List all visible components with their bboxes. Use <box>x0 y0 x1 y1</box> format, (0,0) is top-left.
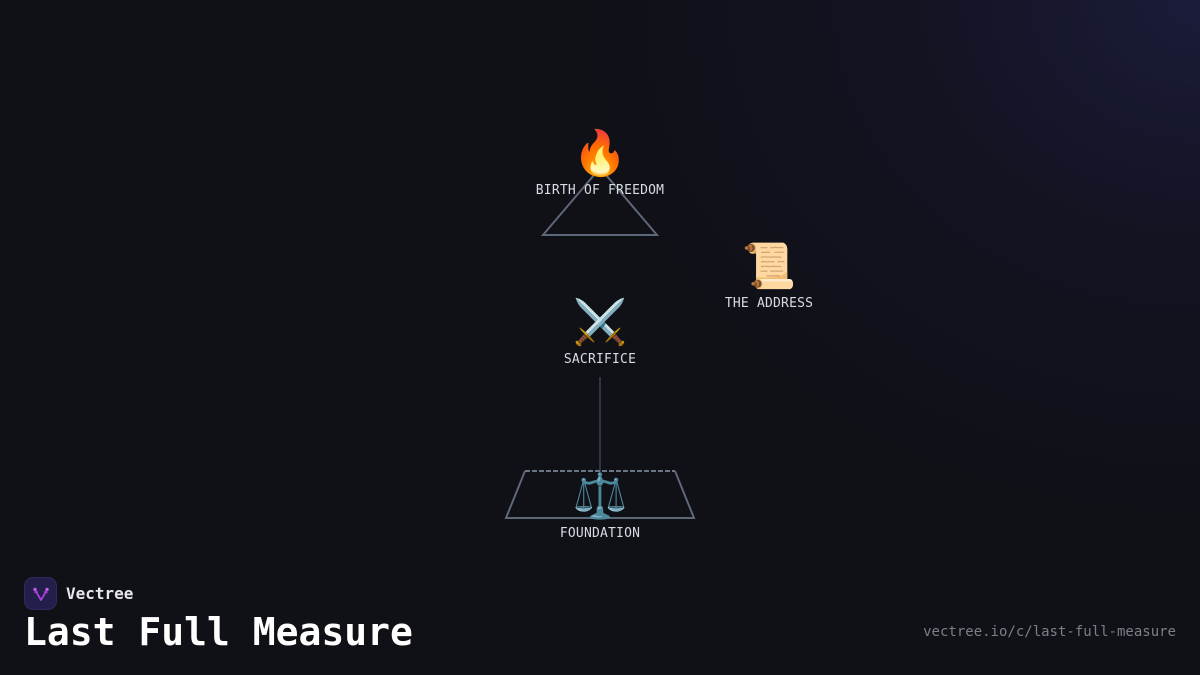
crossed-swords-icon: ⚔️ <box>572 297 628 348</box>
triangle-shape <box>540 166 660 236</box>
share-url[interactable]: vectree.io/c/last-full-measure <box>923 624 1176 640</box>
fire-icon: 🔥 <box>572 128 628 179</box>
node-birth-of-freedom[interactable]: 🔥 BIRTH OF FREEDOM <box>535 128 665 199</box>
scales-icon: ⚖️ <box>572 471 628 522</box>
node-the-address[interactable]: 📜 THE ADDRESS <box>724 241 814 312</box>
node-label: SACRIFICE <box>563 352 637 367</box>
vectree-logo-glyph <box>32 587 49 601</box>
node-label: BIRTH OF FREEDOM <box>535 183 665 198</box>
page-title: Last Full Measure <box>24 610 413 654</box>
brand[interactable]: Vectree <box>24 577 133 610</box>
node-label: FOUNDATION <box>559 526 641 541</box>
trapezoid-shape <box>504 470 696 519</box>
scroll-icon: 📜 <box>741 241 797 292</box>
brand-name: Vectree <box>66 584 134 603</box>
node-foundation[interactable]: ⚖️ FOUNDATION <box>559 471 641 542</box>
vectree-logo-icon <box>24 577 57 610</box>
node-sacrifice[interactable]: ⚔️ SACRIFICE <box>563 297 637 368</box>
node-label: THE ADDRESS <box>724 296 814 311</box>
